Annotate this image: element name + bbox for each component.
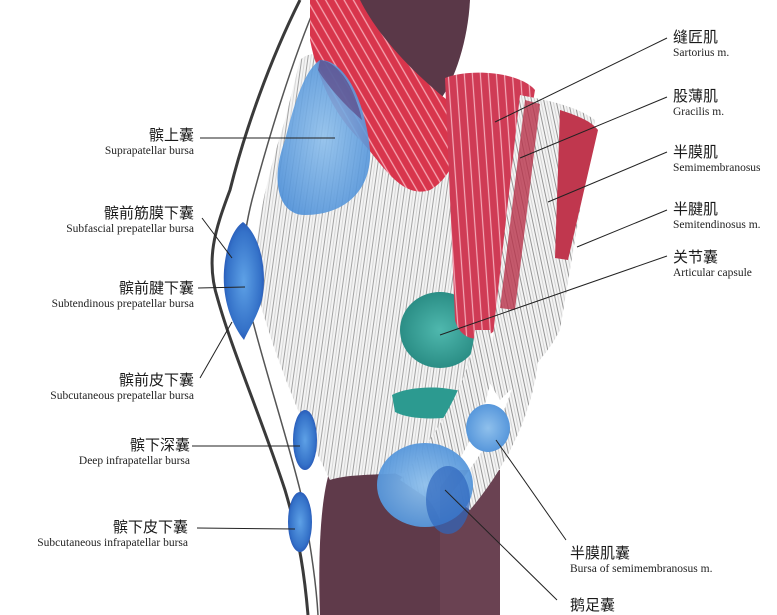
leader-lines-left xyxy=(192,137,335,530)
label-en: Subfascial prepatellar bursa xyxy=(66,223,194,235)
label-sartorius: 缝匠肌 Sartorius m. xyxy=(673,30,729,60)
label-zh: 髌前腱下囊 xyxy=(118,279,194,297)
label-subcutaneous-infrapatellar-bursa: 髌下皮下囊 Subcutaneous infrapatellar bursa xyxy=(37,520,188,550)
label-zh: 半腱肌 xyxy=(673,200,719,218)
label-zh: 鹅足囊 xyxy=(570,596,616,614)
label-zh: 髌前皮下囊 xyxy=(118,371,194,389)
label-semimembranosus: 半膜肌 Semimembranosus xyxy=(673,145,761,175)
label-en: Subtendinous prepatellar bursa xyxy=(51,298,194,310)
label-en: Deep infrapatellar bursa xyxy=(78,455,190,467)
leader-lines-right xyxy=(439,37,668,601)
label-zh: 股薄肌 xyxy=(673,87,719,105)
label-en: Suprapatellar bursa xyxy=(104,145,194,157)
label-zh: 髌上囊 xyxy=(148,126,194,144)
label-en: Semimembranosus xyxy=(673,162,761,174)
label-subtendinous-prepatellar-bursa: 髌前腱下囊 Subtendinous prepatellar bursa xyxy=(52,281,194,311)
label-zh: 关节囊 xyxy=(673,248,719,266)
label-en: Subcutaneous infrapatellar bursa xyxy=(37,537,188,549)
label-semitendinosus: 半腱肌 Semitendinosus m. xyxy=(673,202,761,232)
label-bursa-of-semimembranosus: 半膜肌囊 Bursa of semimembranosus m. xyxy=(570,546,712,576)
label-subfascial-prepatellar-bursa: 髌前筋膜下囊 Subfascial prepatellar bursa xyxy=(66,206,194,236)
label-articular-capsule: 关节囊 Articular capsule xyxy=(673,250,752,280)
label-pes-anserinus-bursa: 鹅足囊 xyxy=(570,598,615,613)
label-zh: 半膜肌囊 xyxy=(570,544,631,562)
label-zh: 髌下深囊 xyxy=(129,436,190,454)
label-deep-infrapatellar-bursa: 髌下深囊 Deep infrapatellar bursa xyxy=(79,438,190,468)
label-gracilis: 股薄肌 Gracilis m. xyxy=(673,89,724,119)
label-zh: 缝匠肌 xyxy=(673,28,719,46)
label-zh: 髌前筋膜下囊 xyxy=(103,204,194,222)
label-subcutaneous-prepatellar-bursa: 髌前皮下囊 Subcutaneous prepatellar bursa xyxy=(50,373,194,403)
label-zh: 半膜肌 xyxy=(673,143,719,161)
label-en: Sartorius m. xyxy=(673,47,730,59)
label-en: Semitendinosus m. xyxy=(673,219,761,231)
label-en: Bursa of semimembranosus m. xyxy=(570,563,713,575)
label-zh: 髌下皮下囊 xyxy=(112,518,188,536)
label-en: Subcutaneous prepatellar bursa xyxy=(50,390,194,402)
label-en: Gracilis m. xyxy=(673,106,725,118)
label-en: Articular capsule xyxy=(673,267,752,279)
label-suprapatellar-bursa: 髌上囊 Suprapatellar bursa xyxy=(105,128,194,158)
